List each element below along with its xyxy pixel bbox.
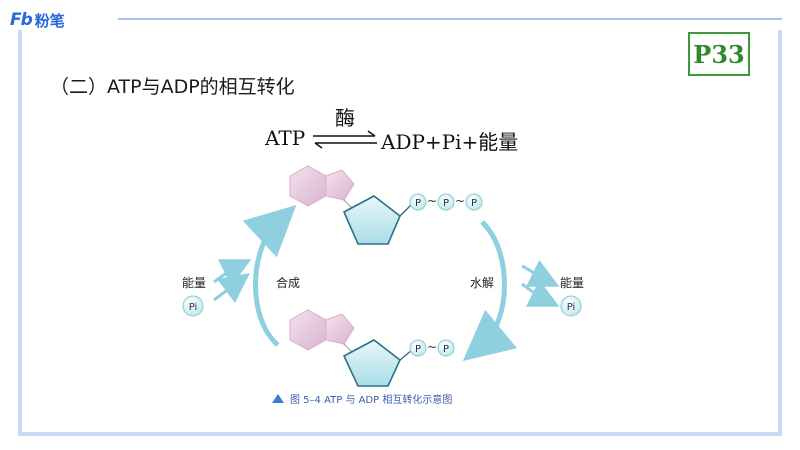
header-divider (118, 18, 782, 20)
page-number: P33 (693, 39, 745, 69)
hydrolysis-label: 水解 (470, 276, 494, 290)
equation-products: ADP+Pi+能量 (381, 130, 519, 154)
equation-catalyst: 酶 (335, 106, 355, 130)
brand-logo: Fb 粉笔 (10, 9, 65, 31)
section-title: （二）ATP与ADP的相互转化 (50, 76, 295, 98)
phosphate-group-icon (465, 193, 483, 211)
synthesis-label: 合成 (276, 275, 300, 290)
input-arrow-icon (213, 273, 250, 303)
input-arrow-icon (213, 259, 252, 287)
atp-adp-cycle-diagram: P ~ P ~ P P ~ P 合成 水解 能量 Pi 能量 Pi 图 5–4 … (182, 165, 584, 406)
phosphate-group-icon (437, 339, 455, 357)
phosphate-label: P (443, 198, 449, 209)
phosphate-label: P (415, 344, 421, 355)
reaction-equation: ATP 酶 ADP+Pi+能量 (255, 100, 545, 160)
phosphate-label: P (471, 198, 477, 209)
adenine-ring-icon (325, 169, 355, 201)
high-energy-bond: ~ (427, 340, 437, 354)
phosphate-group-icon (437, 193, 455, 211)
output-pi-label: Pi (567, 302, 576, 313)
phosphate-group-icon (409, 339, 427, 357)
output-arrow-icon (521, 279, 560, 307)
reversible-arrow-icon (313, 130, 377, 149)
input-energy-label: 能量 (182, 276, 206, 290)
ribose-sugar-icon (342, 195, 401, 245)
ribose-sugar-icon (342, 339, 401, 387)
output-pi-icon (560, 295, 582, 317)
adenine-ring-icon (289, 309, 327, 351)
caption-marker-icon (272, 394, 284, 403)
output-arrow-icon (521, 259, 560, 287)
page-number-badge: P33 (688, 32, 750, 76)
high-energy-bond: ~ (427, 194, 437, 208)
synthesis-arrow-icon (242, 204, 297, 347)
figure-caption: 图 5–4 ATP 与 ADP 相互转化示意图 (290, 393, 452, 406)
adenine-ring-icon (325, 313, 355, 345)
phosphate-group-icon (409, 193, 427, 211)
adenine-ring-icon (289, 165, 327, 207)
high-energy-bond: ~ (455, 194, 465, 208)
brand-name: 粉笔 (34, 11, 65, 30)
atp-molecule: P ~ P ~ P (289, 165, 483, 245)
adp-molecule: P ~ P (289, 309, 455, 387)
logo-mark: Fb (10, 10, 33, 30)
output-energy-label: 能量 (560, 276, 584, 290)
input-pi-icon (182, 295, 204, 317)
slide-frame (18, 30, 782, 436)
input-pi-label: Pi (189, 302, 198, 313)
hydrolysis-arrow-icon (462, 220, 518, 362)
equation-reactant: ATP (265, 126, 306, 150)
phosphate-label: P (443, 344, 449, 355)
phosphate-label: P (415, 198, 421, 209)
